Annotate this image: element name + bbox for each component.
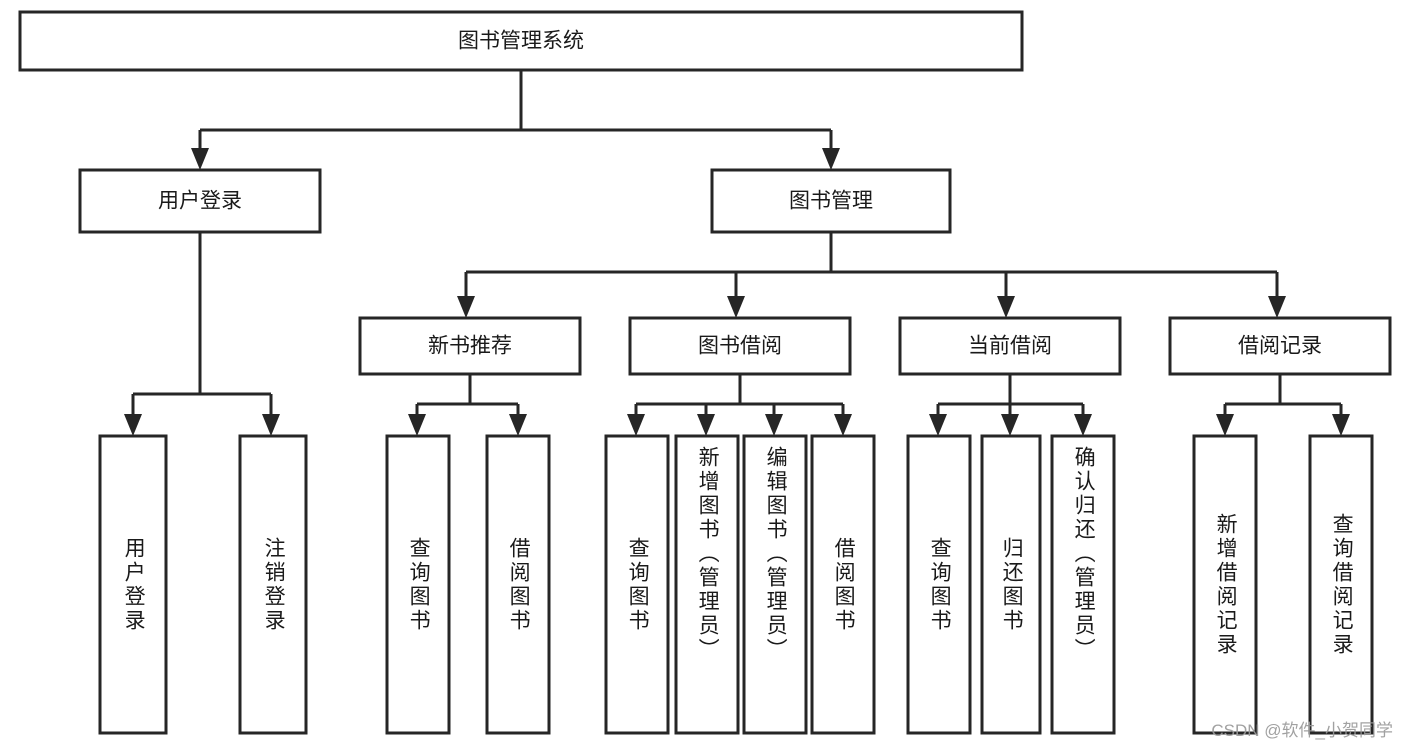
borrow-to-leaves-arrow-3 (834, 414, 852, 436)
bookmgmt-to-level2-arrow-1 (727, 296, 745, 318)
leaf-node-box[interactable] (485, 434, 551, 735)
current-to-leaves-arrow-1 (1001, 414, 1019, 436)
records-to-leaves-arrow-1 (1332, 414, 1350, 436)
leaf-node-box[interactable] (98, 434, 168, 735)
level2-node-label: 新书推荐 (428, 335, 512, 358)
level1-node-label: 图书管理 (789, 190, 873, 213)
records-to-leaves-arrow-0 (1216, 414, 1234, 436)
leaf-node-box[interactable] (742, 434, 808, 735)
newbook-to-leaves-arrow-0 (408, 414, 426, 436)
root-to-level1-arrow-0 (191, 148, 209, 170)
level2-node-label: 图书借阅 (698, 335, 782, 358)
level2-node-label: 借阅记录 (1238, 335, 1322, 358)
newbook-to-leaves-arrow-1 (509, 414, 527, 436)
current-to-leaves-arrow-0 (929, 414, 947, 436)
borrow-to-leaves-arrow-0 (627, 414, 645, 436)
leaf-node-box[interactable] (810, 434, 876, 735)
level1-node-box[interactable] (710, 168, 952, 234)
level2-node-box[interactable] (358, 316, 582, 376)
bookmgmt-to-level2-arrow-0 (457, 296, 475, 318)
leaf-node-box[interactable] (1192, 434, 1258, 735)
userlogin-to-leaves-arrow-0 (124, 414, 142, 436)
leaf-node-box[interactable] (238, 434, 308, 735)
root-to-level1-arrow-1 (822, 148, 840, 170)
level2-node-box[interactable] (628, 316, 852, 376)
level1-node-box[interactable] (78, 168, 322, 234)
bookmgmt-to-level2-arrow-2 (997, 296, 1015, 318)
leaf-node-box[interactable] (980, 434, 1042, 735)
leaf-node-box[interactable] (1050, 434, 1116, 735)
leaf-node-box[interactable] (906, 434, 972, 735)
level1-node-label: 用户登录 (158, 190, 242, 213)
current-to-leaves-arrow-2 (1074, 414, 1092, 436)
borrow-to-leaves-arrow-2 (765, 414, 783, 436)
connectors-layer (124, 70, 1350, 436)
borrow-to-leaves-arrow-1 (697, 414, 715, 436)
level2-node-box[interactable] (1168, 316, 1392, 376)
bookmgmt-to-level2-arrow-3 (1268, 296, 1286, 318)
leaf-node-box[interactable] (604, 434, 670, 735)
level2-node-box[interactable] (898, 316, 1122, 376)
level2-node-label: 当前借阅 (968, 335, 1052, 358)
root-node-label: 图书管理系统 (458, 30, 584, 53)
leaf-node-box[interactable] (385, 434, 451, 735)
node-boxes-layer (18, 10, 1392, 735)
leaf-node-box[interactable] (674, 434, 740, 735)
userlogin-to-leaves-arrow-1 (262, 414, 280, 436)
root-node-box[interactable] (18, 10, 1024, 72)
leaf-node-box[interactable] (1308, 434, 1374, 735)
